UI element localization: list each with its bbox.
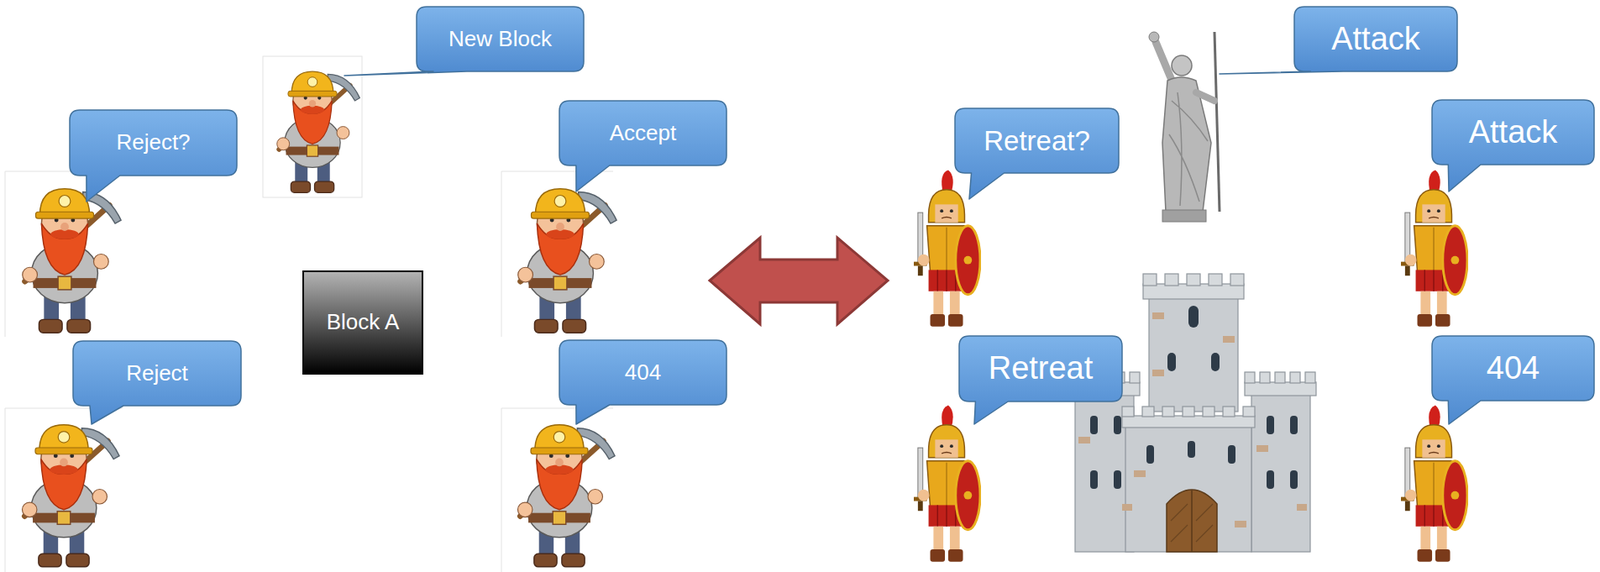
bubble-text: New Block — [448, 26, 552, 53]
speech-bubble: Accept — [559, 100, 727, 166]
bubble-outline — [344, 6, 584, 76]
speech-bubble: Retreat? — [954, 108, 1119, 174]
speech-bubble: 404 — [559, 340, 727, 405]
bubble-text: Attack — [1468, 114, 1559, 152]
speech-bubble: Reject — [73, 340, 242, 406]
bubble-outline — [1219, 6, 1458, 74]
bubble-text: Attack — [1331, 20, 1421, 58]
block-label: Block A — [326, 309, 400, 336]
speech-bubble: Attack — [1432, 99, 1595, 165]
bubble-outline — [1432, 335, 1595, 425]
castle — [1069, 273, 1317, 552]
bubble-text: Retreat? — [983, 125, 1091, 158]
bubble-outline — [559, 100, 727, 192]
bubble-outline — [69, 110, 237, 202]
speech-bubble: Retreat — [959, 335, 1123, 402]
bubble-text: Accept — [609, 120, 677, 147]
miner-figures — [5, 56, 617, 572]
bubble-text: Reject? — [115, 130, 190, 156]
block-box: Block A — [303, 271, 423, 374]
bubble-outline — [954, 108, 1119, 200]
speech-bubble: New Block — [416, 6, 584, 72]
double-arrow — [709, 237, 888, 325]
speech-bubble: Reject? — [69, 110, 237, 176]
speech-bubble: 404 — [1432, 335, 1595, 401]
bubble-outline — [559, 340, 727, 425]
statue — [1148, 31, 1220, 222]
bubble-text: Retreat — [988, 350, 1094, 388]
bubble-text: Reject — [125, 361, 189, 387]
bubble-outline — [959, 335, 1123, 425]
bubble-outline — [73, 340, 242, 425]
bubble-text: 404 — [1486, 350, 1540, 388]
block-rect — [303, 271, 423, 374]
bubble-text: 404 — [624, 360, 661, 386]
speech-bubble: Attack — [1294, 6, 1458, 72]
bubble-outline — [1432, 99, 1595, 192]
soldier-figures — [913, 169, 1468, 562]
